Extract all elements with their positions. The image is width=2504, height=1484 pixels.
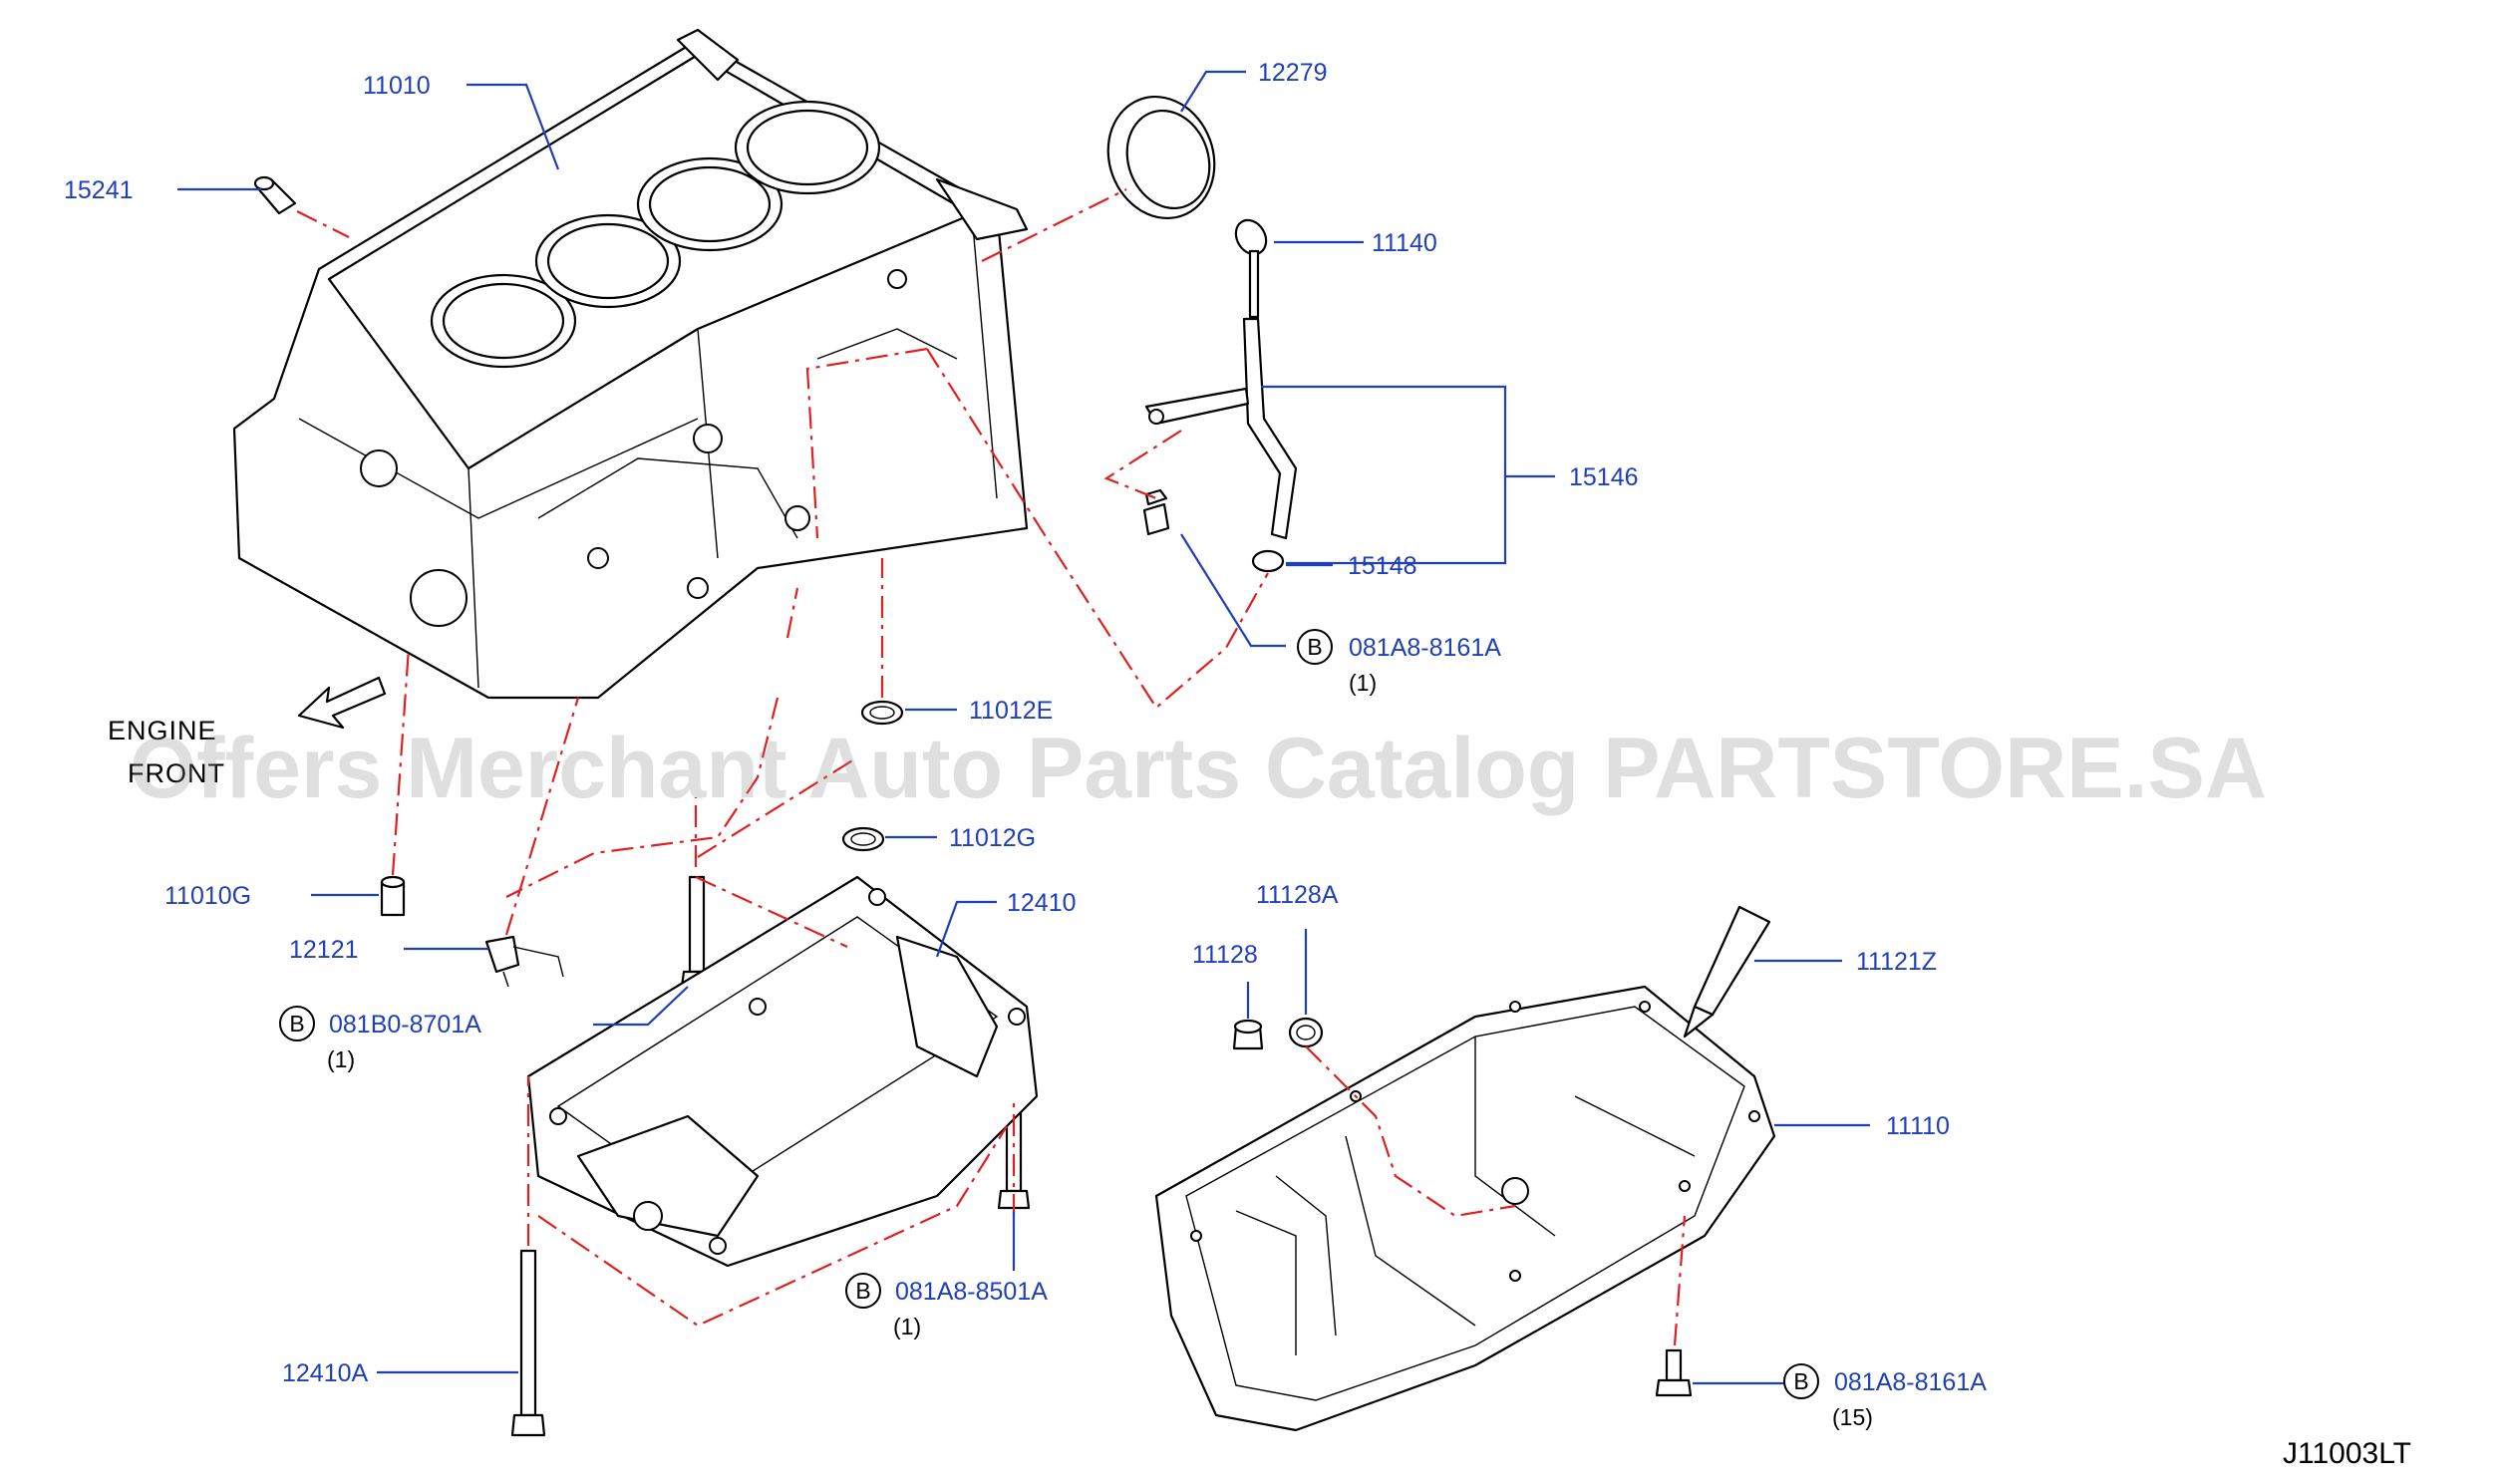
bolt-mark-081A8-8501A: B: [855, 1278, 870, 1304]
bolt-mark-081B0: B: [289, 1011, 304, 1037]
engine-front-arrow-icon: [297, 676, 387, 730]
callout-11010G[interactable]: 11010G: [164, 882, 251, 910]
o-ring-11012E-drawing: [860, 700, 904, 726]
oil-level-gauge-11140-drawing: [1234, 218, 1268, 319]
oil-pan-11110-drawing: [1154, 985, 1776, 1432]
bolt-081A8-8161A-top-drawing: [1142, 488, 1170, 536]
watermark-text: Offers Merchant Auto Parts Catalog PARTS…: [130, 721, 2267, 816]
callout-12410A[interactable]: 12410A: [282, 1359, 369, 1387]
qty-081A8-8161A-bottom: (15): [1832, 1404, 1873, 1430]
bolt-mark-bottom: B: [1793, 1368, 1808, 1394]
washer-11128A-drawing: [1288, 1017, 1324, 1048]
callout-11140[interactable]: 11140: [1372, 229, 1437, 257]
qty-081A8-8501A: (1): [893, 1314, 921, 1339]
sealant-tube-11121Z-drawing: [1683, 905, 1771, 1039]
callout-081A8-8161A-top[interactable]: 081A8-8161A: [1349, 634, 1501, 662]
callout-12410[interactable]: 12410: [1007, 889, 1077, 917]
qty-081B0-8701A: (1): [327, 1046, 355, 1072]
bolt-081A8-8161A-bottom-drawing: [1655, 1348, 1693, 1397]
drain-plug-11128-drawing: [1232, 1019, 1264, 1050]
callout-11012G[interactable]: 11012G: [949, 824, 1036, 852]
oil-seal-12279-drawing: [1106, 95, 1216, 220]
callout-11010[interactable]: 11010: [363, 72, 431, 100]
bolt-12410A-drawing: [510, 1249, 546, 1437]
bolt-mark-circle-bottom: [1783, 1363, 1819, 1399]
bolt-mark-circle-081B0: [279, 1006, 315, 1041]
piston-oil-jet-12121-drawing: [484, 935, 564, 988]
bolt-mark-top: B: [1307, 634, 1322, 660]
callout-15241[interactable]: 15241: [64, 176, 134, 204]
callout-11128A[interactable]: 11128A: [1256, 881, 1339, 909]
bolt-mark-circle-top: [1297, 629, 1333, 665]
callout-12121[interactable]: 12121: [289, 936, 359, 964]
engine-front-label-line2: FRONT: [128, 758, 225, 788]
callout-12279[interactable]: 12279: [1258, 59, 1328, 87]
dowel-pin-15241-drawing: [253, 175, 297, 215]
oil-pump-balancer-12410-drawing: [526, 875, 1039, 1268]
diagram-code: J11003LT: [2283, 1437, 2411, 1470]
dowel-pin-11010G-drawing: [380, 875, 406, 917]
callout-11128[interactable]: 11128: [1192, 941, 1258, 969]
callout-15146[interactable]: 15146: [1569, 463, 1639, 491]
callout-081A8-8501A[interactable]: 081A8-8501A: [895, 1278, 1048, 1306]
callout-15148[interactable]: 15148: [1348, 552, 1417, 580]
assembly-lines: [296, 188, 1687, 1346]
o-ring-11012G-drawing: [841, 826, 885, 852]
engine-front-label-line1: ENGINE: [108, 716, 217, 745]
cylinder-block-drawing: [232, 28, 1029, 700]
bolt-mark-circle-081A8-8501A: [845, 1273, 881, 1309]
callout-11012E[interactable]: 11012E: [969, 697, 1053, 725]
qty-081A8-8161A-top: (1): [1349, 670, 1377, 696]
leader-lines: [177, 70, 1870, 1385]
o-ring-15148-drawing: [1251, 549, 1285, 573]
callout-081B0-8701A[interactable]: 081B0-8701A: [329, 1011, 481, 1039]
callout-081A8-8161A-bottom[interactable]: 081A8-8161A: [1834, 1368, 1987, 1396]
callout-11121Z[interactable]: 11121Z: [1856, 948, 1937, 976]
callout-11110[interactable]: 11110: [1886, 1112, 1950, 1140]
guide-tube-15146-drawing: [1144, 317, 1298, 540]
